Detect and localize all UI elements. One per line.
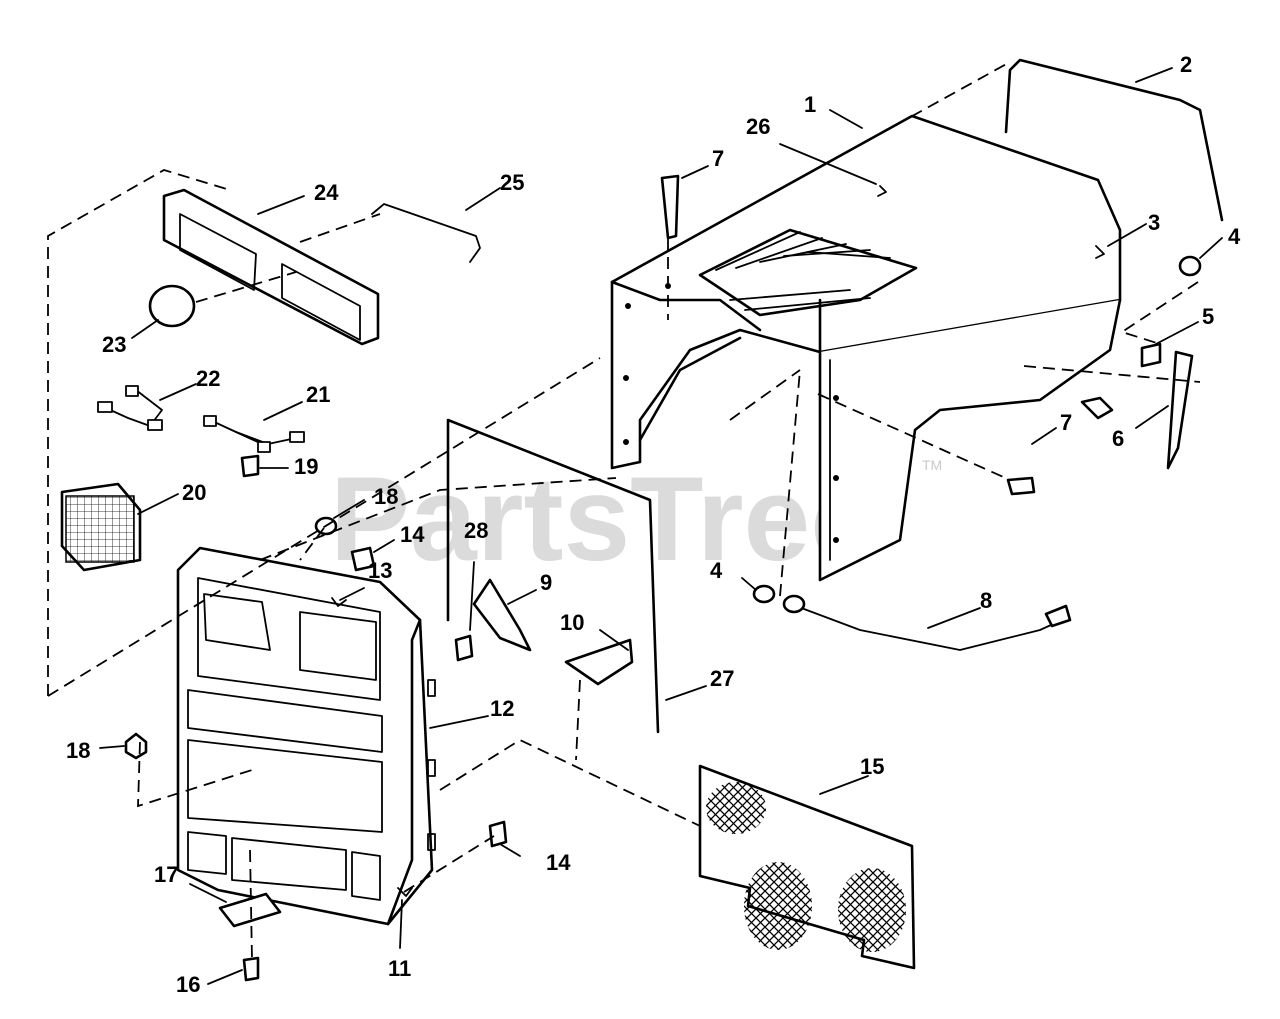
bracket-part-9 — [472, 578, 532, 652]
callout-14-lower: 14 — [546, 850, 571, 875]
bulb-part-19 — [240, 454, 260, 478]
callout-6: 6 — [1112, 426, 1124, 451]
clip-part-26 — [877, 185, 887, 197]
callout-26: 26 — [746, 114, 770, 139]
watermark-trademark: TM — [922, 457, 942, 473]
callout-7-lower: 7 — [1060, 410, 1072, 435]
handle-part-2 — [1004, 58, 1224, 222]
grommet-part-4-lower — [752, 584, 776, 604]
spring-part-25 — [371, 203, 481, 263]
assembly-lines — [47, 61, 1201, 961]
grommet-part-4-upper — [1178, 255, 1202, 277]
bezel-part-24 — [162, 188, 380, 346]
headlight-part-20 — [60, 482, 142, 572]
callout-10: 10 — [560, 610, 584, 635]
grille-part-12 — [176, 546, 436, 926]
callout-23: 23 — [102, 332, 126, 357]
wire-harness-part-22 — [97, 385, 163, 431]
callout-4-upper: 4 — [1228, 224, 1241, 249]
callout-1: 1 — [804, 92, 816, 117]
callout-18-upper: 18 — [374, 484, 398, 509]
clip-part-14-upper — [350, 546, 376, 572]
cable-part-8 — [795, 605, 1063, 651]
cable-tip-part-8 — [1044, 604, 1072, 628]
latch-part-6 — [1166, 350, 1194, 470]
callout-25: 25 — [500, 170, 524, 195]
clip-part-14-lower — [488, 820, 508, 848]
callout-5: 5 — [1202, 304, 1214, 329]
wire-harness-part-21 — [203, 415, 305, 453]
clip-part-11 — [397, 887, 413, 897]
callout-15: 15 — [860, 754, 884, 779]
callout-3: 3 — [1148, 210, 1160, 235]
clip-part-3 — [1095, 245, 1105, 259]
callout-8: 8 — [980, 588, 992, 613]
callout-19: 19 — [294, 454, 318, 479]
callout-28: 28 — [464, 518, 488, 543]
callout-17: 17 — [154, 862, 178, 887]
bolt-part-7-lower — [1006, 476, 1036, 496]
callout-9: 9 — [540, 570, 552, 595]
spring-clip-part-13 — [331, 597, 347, 607]
callout-4-lower: 4 — [710, 558, 723, 583]
callout-21: 21 — [306, 382, 330, 407]
seal-part-27 — [446, 418, 660, 734]
callout-7-upper: 7 — [712, 146, 724, 171]
leader-lines — [99, 67, 1223, 985]
callout-12: 12 — [490, 696, 514, 721]
watermark: PartsTree — [330, 452, 877, 586]
bolt-part-7-upper — [660, 174, 680, 240]
latch-plate-part-5 — [1140, 342, 1162, 368]
bracket-part-10 — [564, 638, 634, 686]
callout-24: 24 — [314, 180, 339, 205]
callout-27: 27 — [710, 666, 734, 691]
callout-2: 2 — [1180, 52, 1192, 77]
bolt-part-7-right — [1080, 396, 1114, 420]
callout-18-lower: 18 — [66, 738, 90, 763]
screen-part-15 — [698, 764, 916, 970]
cable-end-part-8 — [782, 594, 806, 614]
clip-part-28 — [454, 634, 474, 662]
callout-11: 11 — [388, 956, 411, 981]
callout-16: 16 — [176, 972, 200, 997]
hood-part-1 — [610, 114, 1122, 582]
cap-part-23 — [148, 284, 196, 328]
nut-part-18-lower — [124, 732, 148, 760]
callout-14-upper: 14 — [400, 522, 425, 547]
callout-22: 22 — [196, 366, 220, 391]
callout-13: 13 — [368, 558, 392, 583]
bolt-part-16 — [242, 956, 260, 982]
callout-20: 20 — [182, 480, 206, 505]
